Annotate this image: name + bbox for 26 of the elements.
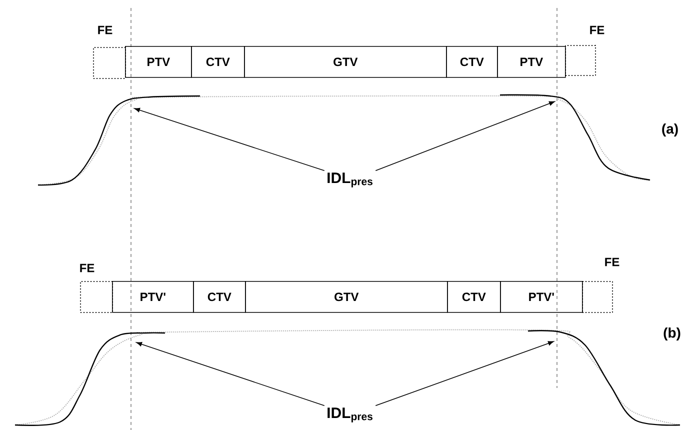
- volume-box: CTV: [191, 46, 245, 78]
- margin-box: FE: [582, 258, 620, 313]
- volume-box: GTV: [245, 280, 448, 313]
- leader-arrow: [375, 101, 555, 172]
- node-label: FE: [590, 26, 604, 34]
- volume-box: CTV: [446, 46, 498, 78]
- panel-label: (a): [662, 123, 678, 136]
- isodose-label: IDL$_{pres}$: [328, 172, 372, 188]
- volume-box: CTV: [193, 280, 246, 313]
- leader-arrow: [136, 342, 325, 406]
- margin-box: FE: [565, 26, 604, 76]
- margin-box: FE: [80, 264, 113, 313]
- leader-arrow: [134, 108, 325, 172]
- leader-arrow: [375, 341, 554, 406]
- volume-box: PTV': [500, 280, 583, 313]
- volume-box: PTV': [112, 280, 194, 313]
- volume-box: PTV: [125, 46, 192, 78]
- node-label: FE: [98, 26, 112, 34]
- volume-box: GTV: [244, 46, 447, 78]
- isodose-label: IDL$_{pres}$: [328, 408, 372, 422]
- panel-label: (b): [664, 327, 680, 340]
- margin-box: FE: [93, 26, 126, 79]
- volume-box: CTV: [447, 280, 501, 313]
- node-label: FE: [605, 258, 620, 266]
- node-label: FE: [80, 264, 94, 272]
- volume-box: PTV: [497, 46, 566, 78]
